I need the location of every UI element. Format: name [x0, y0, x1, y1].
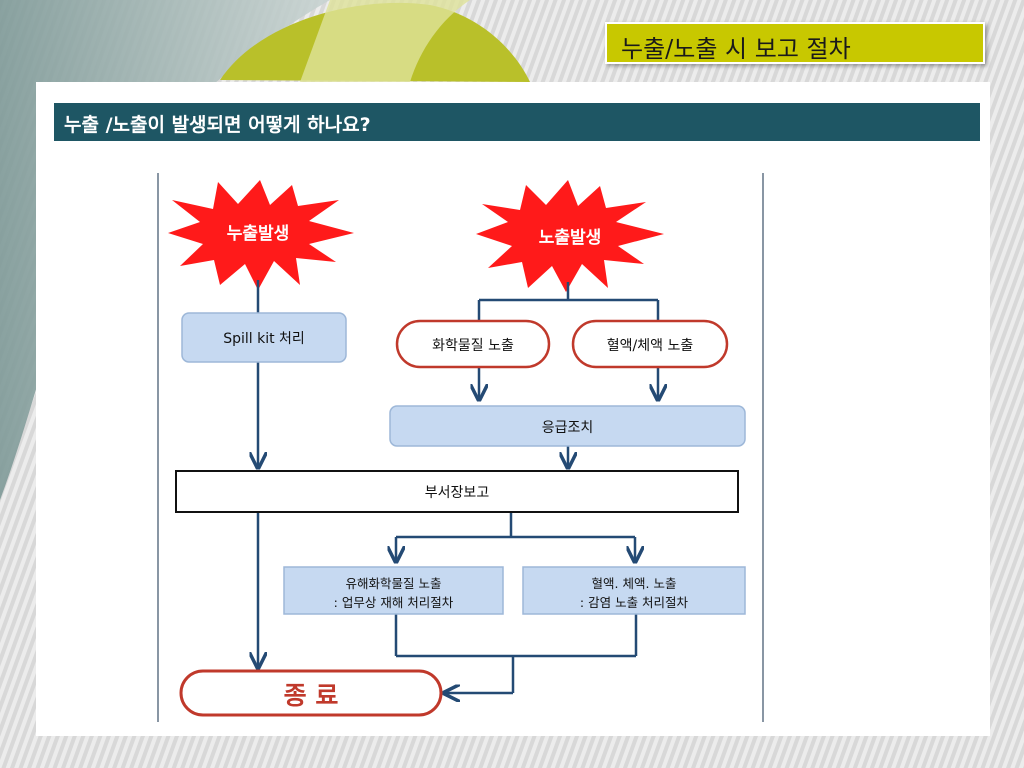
dept-report-box — [175, 470, 739, 513]
slide-title-box: 누출/노출 시 보고 절차 — [605, 22, 985, 64]
exposure-event-label: 노출발생 — [538, 228, 602, 248]
first-aid-label: 응급조치 — [541, 420, 594, 436]
slide-title: 누출/노출 시 보고 절차 — [621, 35, 851, 63]
header-bar: 누출 /노출이 발생되면 어떻게 하나요? — [54, 103, 980, 141]
header-text: 누출 /노출이 발생되면 어떻게 하나요? — [64, 114, 371, 136]
blood-procedure-box — [522, 566, 746, 615]
end-oval — [179, 669, 443, 717]
hazardous-line2: : 업무상 재해 처리절차 — [333, 595, 454, 610]
end-label: 종 료 — [283, 681, 339, 710]
chemical-exposure-label: 화학물질 노출 — [432, 338, 514, 354]
blood-procedure-line2: : 감염 노출 처리절차 — [579, 595, 689, 610]
leak-event-label: 누출발생 — [226, 224, 290, 244]
spill-kit-box — [181, 312, 347, 363]
dept-report-label: 부서장보고 — [424, 485, 490, 501]
first-aid-box — [389, 405, 746, 447]
hazardous-line1: 유해화학물질 노출 — [345, 576, 442, 591]
hazardous-box — [283, 566, 504, 615]
blood-exposure-label: 혈액/체액 노출 — [606, 338, 694, 354]
blood-exposure-oval — [571, 319, 729, 369]
spill-kit-label: Spill kit 처리 — [223, 331, 305, 347]
leak-burst-shape — [168, 180, 354, 290]
chemical-exposure-oval — [395, 319, 551, 369]
exposure-burst-shape — [476, 180, 664, 292]
blood-procedure-line1: 혈액. 체액. 노출 — [591, 576, 677, 591]
